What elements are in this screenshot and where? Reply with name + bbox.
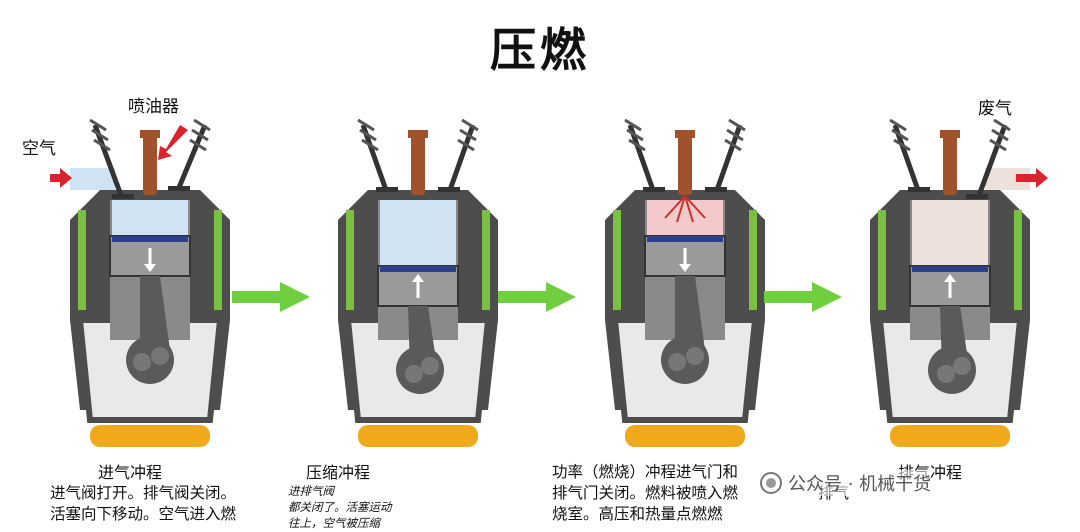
- caption-compression: 压缩冲程 进排气阀 都关闭了。活塞运动 往上，空气被压缩: [288, 462, 392, 531]
- air-inlet-arrow: [50, 168, 72, 188]
- intake-port: [70, 168, 115, 190]
- engine-power-illustration: [585, 90, 785, 460]
- engine-compression-illustration: [318, 90, 518, 460]
- coolant-right: [214, 210, 222, 310]
- coolant-right: [749, 210, 757, 310]
- chamber-combustion: [647, 200, 723, 236]
- diagram-title: 压燃: [0, 14, 1080, 80]
- caption-power: 功率（燃烧）冲程进气门和 排气门关闭。燃料被喷入燃 烧室。高压和热量点燃燃: [552, 462, 738, 525]
- caption-power-line-2: 排气门关闭。燃料被喷入燃: [552, 483, 738, 504]
- piston-rings: [912, 266, 988, 272]
- caption-intake-line-1: 进气阀打开。排气阀关闭。: [50, 483, 236, 504]
- oil-sump: [90, 425, 210, 447]
- caption-intake-title: 进气冲程: [50, 462, 236, 483]
- intake-valve: [625, 120, 665, 192]
- intake-valve: [890, 120, 930, 192]
- caption-intake: 进气冲程 进气阀打开。排气阀关闭。 活塞向下移动。空气进入燃: [50, 462, 236, 525]
- fuel-injector: [143, 135, 157, 195]
- coolant-right: [482, 210, 490, 310]
- flow-arrow-1: [232, 282, 310, 312]
- wechat-icon: [760, 472, 782, 494]
- oil-sump: [358, 425, 478, 447]
- flow-arrow-3: [764, 282, 842, 312]
- fuel-injector: [411, 135, 425, 195]
- exhaust-valve: [168, 120, 210, 191]
- air-label: 空气: [22, 134, 56, 159]
- coolant-left: [78, 210, 86, 310]
- caption-compression-line-1: 进排气阀: [288, 483, 392, 499]
- exhaust-valve: [705, 120, 745, 192]
- coolant-left: [878, 210, 886, 310]
- fuel-injector: [678, 135, 692, 195]
- coolant-left: [613, 210, 621, 310]
- caption-power-line-1: 功率（燃烧）冲程进气门和: [552, 462, 738, 483]
- stage-compression: [318, 90, 518, 460]
- stage-power: [585, 90, 785, 460]
- piston-rings: [112, 236, 188, 242]
- watermark-text: 公众号 · 机械干货: [788, 470, 931, 496]
- coolant-right: [1014, 210, 1022, 310]
- oil-sump: [890, 425, 1010, 447]
- engine-exhaust-illustration: [850, 90, 1050, 460]
- exhaust-gas-label: 废气: [978, 94, 1012, 119]
- caption-intake-line-2: 活塞向下移动。空气进入燃: [50, 504, 236, 525]
- stage-intake: 空气 喷油器: [50, 90, 250, 460]
- injector-label: 喷油器: [128, 92, 179, 117]
- watermark: 公众号 · 机械干货: [760, 470, 931, 496]
- piston-rings: [647, 236, 723, 242]
- exhaust-valve: [438, 120, 478, 192]
- fuel-injector: [943, 135, 957, 195]
- caption-power-line-3: 烧室。高压和热量点燃燃: [552, 504, 738, 525]
- stage-exhaust: 废气: [850, 90, 1050, 460]
- caption-compression-line-3: 往上，空气被压缩: [288, 515, 392, 531]
- injector-pointer-arrow: [158, 125, 188, 160]
- oil-sump: [625, 425, 745, 447]
- chamber-exhaust: [912, 200, 988, 266]
- caption-compression-line-2: 都关闭了。活塞运动: [288, 499, 392, 515]
- coolant-left: [346, 210, 354, 310]
- caption-compression-title: 压缩冲程: [288, 462, 392, 483]
- flow-arrow-2: [498, 282, 576, 312]
- intake-valve: [358, 120, 398, 192]
- chamber-air: [380, 200, 456, 266]
- engine-intake-illustration: [50, 90, 250, 460]
- chamber-air: [112, 200, 188, 236]
- piston-rings: [380, 266, 456, 272]
